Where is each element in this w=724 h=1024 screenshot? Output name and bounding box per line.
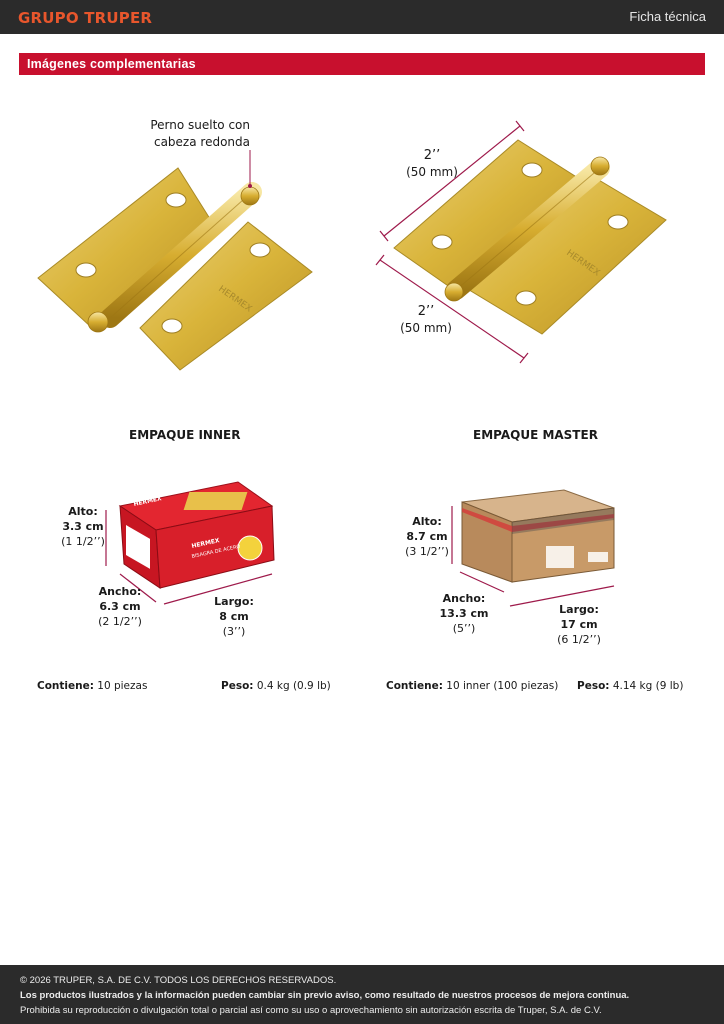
hinge-bottom-dim-in: 2’’: [417, 304, 435, 319]
master-ancho-label: Ancho: 13.3 cm (5’’): [436, 591, 492, 636]
inner-alto-cm: 3.3 cm: [62, 520, 104, 533]
master-peso: Peso: 4.14 kg (9 lb): [577, 680, 683, 692]
hinge-top-dim-mm: (50 mm): [406, 165, 458, 179]
master-contiene-value: 10 inner (100 piezas): [446, 680, 559, 692]
inner-largo-label: Largo: 8 cm (3’’): [206, 594, 262, 639]
master-largo-in: (6 1/2’’): [557, 633, 601, 646]
brand-logo: GRUPO TRUPER: [18, 9, 153, 27]
pin-head-top: [240, 186, 260, 206]
footer: © 2026 TRUPER, S.A. DE C.V. TODOS LOS DE…: [0, 965, 724, 1024]
master-largo-cm: 17 cm: [560, 618, 598, 631]
hinge-bottom-dimension: 2’’ (50 mm): [392, 304, 460, 336]
inner-alto-in: (1 1/2’’): [61, 535, 105, 548]
inner-contiene-label: Contiene:: [37, 680, 94, 692]
inner-ancho-in: (2 1/2’’): [98, 615, 142, 628]
hinge-image-left: HERMEX: [37, 150, 313, 371]
inner-box-side: [155, 505, 275, 589]
master-ancho-title: Ancho:: [442, 592, 486, 605]
inner-peso-value: 0.4 kg (0.9 lb): [256, 680, 331, 692]
inner-ancho-title: Ancho:: [98, 585, 142, 598]
section-header: Imágenes complementarias: [19, 53, 705, 75]
inner-contiene: Contiene: 10 piezas: [37, 680, 147, 692]
hinge-top-dimension: 2’’ (50 mm): [398, 148, 466, 180]
master-alto-in: (3 1/2’’): [405, 545, 449, 558]
inner-peso: Peso: 0.4 kg (0.9 lb): [221, 680, 331, 692]
pin-callout-line1: Perno suelto con: [150, 118, 250, 132]
inner-ancho-label: Ancho: 6.3 cm (2 1/2’’): [92, 584, 148, 629]
footer-prohibition: Prohibida su reproducción o divulgación …: [20, 1005, 602, 1016]
inner-alto-title: Alto:: [68, 505, 98, 518]
section-title: Imágenes complementarias: [27, 57, 196, 71]
hinge-bottom-dim-mm: (50 mm): [400, 321, 452, 335]
hinge-image-right: HERMEX: [375, 120, 667, 364]
master-peso-value: 4.14 kg (9 lb): [612, 680, 684, 692]
inner-largo-cm: 8 cm: [219, 610, 249, 623]
master-contiene: Contiene: 10 inner (100 piezas): [386, 680, 558, 692]
inner-box-image: HERMEX HERMEX BISAGRA DE ACERO: [105, 481, 275, 605]
master-peso-label: Peso:: [577, 680, 610, 692]
master-alto-cm: 8.7 cm: [406, 530, 448, 543]
dimension-line-top: [383, 125, 521, 237]
master-package-title: EMPAQUE MASTER: [473, 428, 598, 442]
dimension-line-bottom: [379, 259, 525, 359]
inner-largo-in: (3’’): [222, 625, 246, 638]
hinge-leaf-right: [139, 221, 313, 371]
pin-callout-line2: cabeza redonda: [153, 135, 250, 149]
inner-ancho-cm: 6.3 cm: [99, 600, 141, 613]
master-alto-title: Alto:: [412, 515, 442, 528]
hinge-top-dim-in: 2’’: [423, 148, 441, 163]
inner-alto-label: Alto: 3.3 cm (1 1/2’’): [58, 504, 108, 549]
master-largo-title: Largo:: [559, 603, 599, 616]
pin-head-bottom: [87, 311, 109, 333]
inner-largo-title: Largo:: [214, 595, 254, 608]
footer-notice: Los productos ilustrados y la informació…: [20, 990, 630, 1001]
inner-contiene-value: 10 piezas: [97, 680, 148, 692]
master-ancho-in: (5’’): [452, 622, 476, 635]
footer-copyright: © 2026 TRUPER, S.A. DE C.V. TODOS LOS DE…: [20, 975, 337, 986]
inner-package-title: EMPAQUE INNER: [129, 428, 241, 442]
top-bar: GRUPO TRUPER Ficha técnica: [0, 0, 724, 34]
master-alto-label: Alto: 8.7 cm (3 1/2’’): [404, 514, 450, 559]
master-largo-label: Largo: 17 cm (6 1/2’’): [551, 602, 607, 647]
pin-callout: Perno suelto con cabeza redonda: [150, 117, 250, 151]
document-type: Ficha técnica: [629, 9, 706, 24]
master-ancho-cm: 13.3 cm: [439, 607, 489, 620]
master-contiene-label: Contiene:: [386, 680, 443, 692]
master-box-image: [451, 489, 615, 607]
inner-peso-label: Peso:: [221, 680, 254, 692]
